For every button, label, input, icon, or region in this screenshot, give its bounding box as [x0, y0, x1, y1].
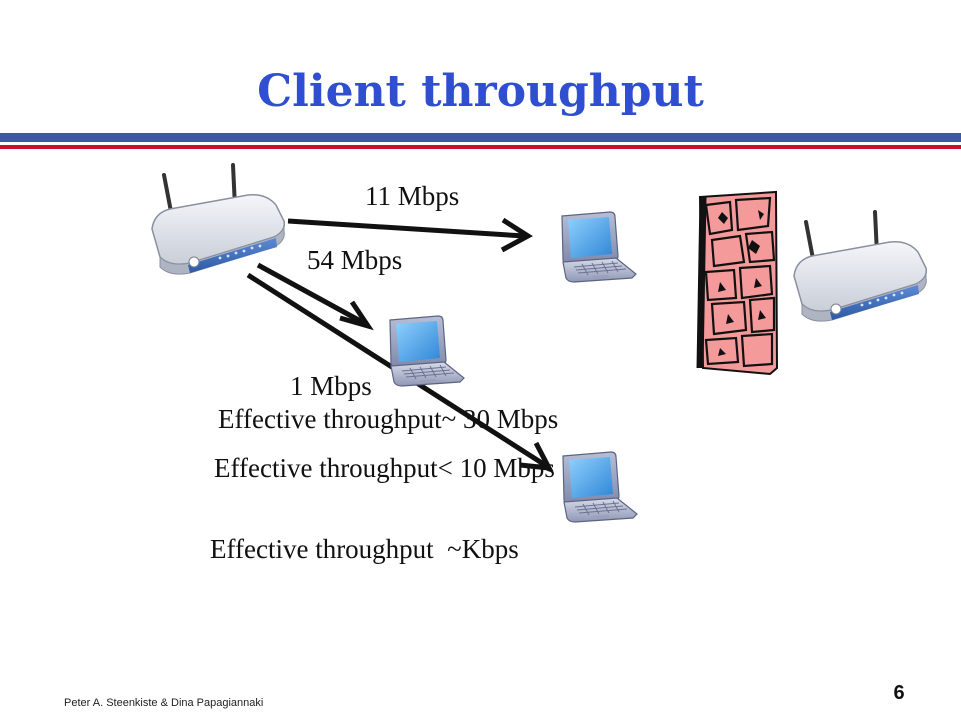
access-point-icon	[792, 210, 929, 324]
rate-label-11mbps: 11 Mbps	[365, 181, 460, 211]
laptop-icon	[562, 451, 638, 523]
page-number: 6	[893, 682, 905, 704]
throughput-note-near: Effective throughput~ 30 Mbps	[218, 404, 559, 434]
link-arrow-11mbps	[287, 217, 533, 253]
throughput-note-far: Effective throughput ~Kbps	[210, 534, 519, 564]
access-point-icon	[150, 163, 287, 277]
laptop-icon	[561, 211, 637, 283]
title-rule-red	[0, 145, 961, 149]
footer-authors: Peter A. Steenkiste & Dina Papagiannaki	[64, 697, 264, 709]
title-rule-gap	[0, 142, 961, 145]
rate-label-54mbps: 54 Mbps	[307, 245, 403, 275]
laptop-icon	[389, 315, 465, 387]
title-rule-blue	[0, 133, 961, 142]
link-arrow-54mbps	[256, 262, 374, 331]
rate-label-1mbps: 1 Mbps	[290, 371, 372, 401]
throughput-note-mid: Effective throughput< 10 Mbps	[214, 453, 555, 483]
slide-title: Client throughput	[257, 66, 704, 117]
brick-wall-icon	[696, 190, 779, 376]
